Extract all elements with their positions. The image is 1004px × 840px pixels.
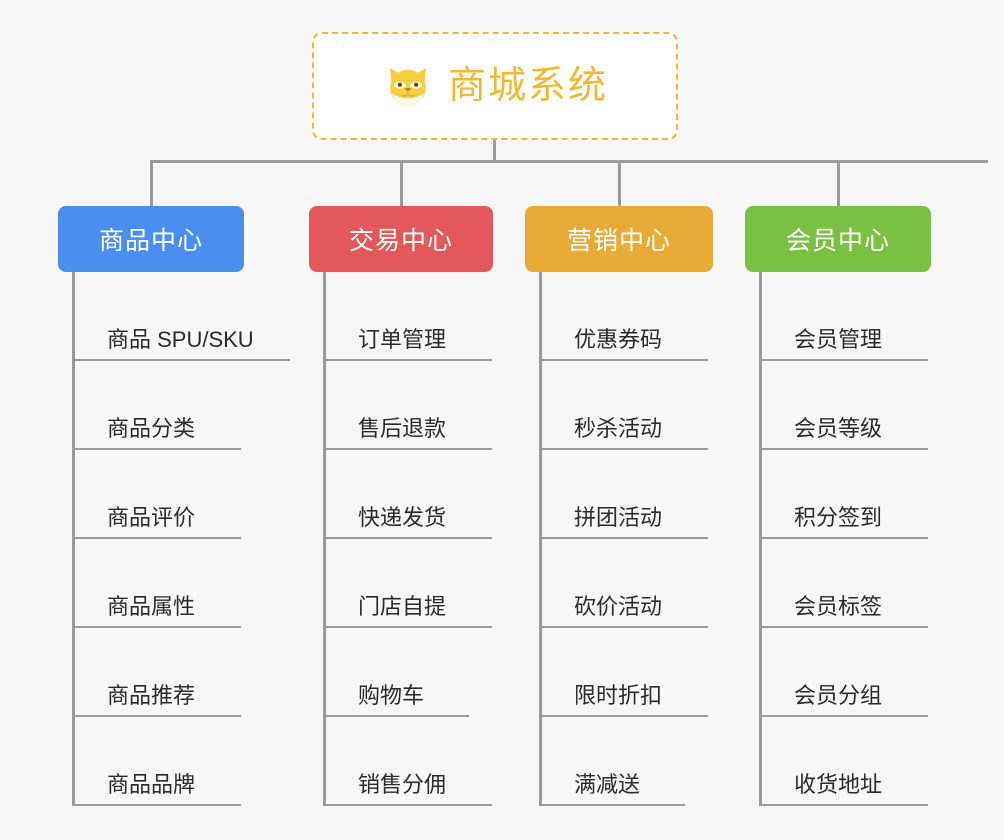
branch-column-marketing: 营销中心 优惠券码 秒杀活动 拼团活动 砍价活动 限时折扣 满减送 [525,206,713,806]
list-item[interactable]: 商品推荐 [73,628,241,717]
list-item-label: 砍价活动 [574,593,663,619]
list-item-label: 积分签到 [794,504,883,530]
branch-column-product: 商品中心 商品 SPU/SKU 商品分类 商品评价 商品属性 商品推荐 商品品牌 [58,206,290,806]
branch-items-product: 商品 SPU/SKU 商品分类 商品评价 商品属性 商品推荐 商品品牌 [58,272,290,806]
list-item-label: 优惠券码 [574,326,663,352]
branch-header-label: 会员中心 [785,227,890,255]
list-item[interactable]: 收货地址 [760,717,928,806]
list-item[interactable]: 商品 SPU/SKU [73,272,290,361]
list-item[interactable]: 销售分佣 [324,717,492,806]
root-title: 商城系统 [447,65,608,107]
branch-column-trade: 交易中心 订单管理 售后退款 快递发货 门店自提 购物车 销售分佣 [309,206,493,806]
list-item-label: 销售分佣 [358,771,447,797]
connector-drop-4 [837,160,840,207]
list-item-label: 门店自提 [358,593,447,619]
list-item-label: 快递发货 [358,504,447,530]
list-item[interactable]: 门店自提 [324,539,492,628]
list-item[interactable]: 订单管理 [324,272,492,361]
branch-items-member: 会员管理 会员等级 积分签到 会员标签 会员分组 收货地址 [745,272,931,806]
branch-items-trade: 订单管理 售后退款 快递发货 门店自提 购物车 销售分佣 [309,272,493,806]
list-item-label: 订单管理 [358,326,447,352]
list-item-label: 购物车 [358,682,425,708]
branch-header-product[interactable]: 商品中心 [58,206,244,272]
list-item-label: 拼团活动 [574,504,663,530]
list-item[interactable]: 会员标签 [760,539,928,628]
list-item-label: 限时折扣 [574,682,663,708]
connector-drop-1 [150,160,153,207]
list-item-label: 商品品牌 [107,771,196,797]
list-item[interactable]: 商品分类 [73,361,241,450]
branch-header-label: 交易中心 [348,227,453,255]
list-item[interactable]: 购物车 [324,628,469,717]
list-item-label: 会员管理 [794,326,883,352]
branch-items-marketing: 优惠券码 秒杀活动 拼团活动 砍价活动 限时折扣 满减送 [525,272,713,806]
list-item[interactable]: 砍价活动 [540,539,708,628]
list-item-label: 商品推荐 [107,682,196,708]
connector-drop-2 [400,160,403,207]
list-item[interactable]: 商品品牌 [73,717,241,806]
list-item-label: 满减送 [574,771,641,797]
connector-horizontal-bus [150,160,988,163]
branch-header-label: 营销中心 [566,227,671,255]
branch-header-trade[interactable]: 交易中心 [309,206,493,272]
branch-column-member: 会员中心 会员管理 会员等级 积分签到 会员标签 会员分组 收货地址 [745,206,931,806]
list-item[interactable]: 会员分组 [760,628,928,717]
list-item-label: 会员标签 [794,593,883,619]
list-item[interactable]: 秒杀活动 [540,361,708,450]
list-item[interactable]: 限时折扣 [540,628,708,717]
list-item-label: 商品 SPU/SKU [107,326,254,352]
branch-trunk-line [539,272,542,806]
list-item[interactable]: 会员等级 [760,361,928,450]
list-item[interactable]: 会员管理 [760,272,928,361]
branch-header-label: 商品中心 [98,227,203,255]
list-item-label: 商品属性 [107,593,196,619]
branch-header-member[interactable]: 会员中心 [745,206,931,272]
list-item[interactable]: 满减送 [540,717,685,806]
list-item-label: 商品评价 [107,504,196,530]
branch-trunk-line [323,272,326,806]
branch-trunk-line [72,272,75,806]
list-item-label: 秒杀活动 [574,415,663,441]
list-item-label: 商品分类 [107,415,196,441]
list-item[interactable]: 优惠券码 [540,272,708,361]
list-item-label: 售后退款 [358,415,447,441]
connector-drop-3 [618,160,621,207]
root-node[interactable]: 商城系统 [312,32,678,140]
list-item[interactable]: 拼团活动 [540,450,708,539]
list-item[interactable]: 商品属性 [73,539,241,628]
shiba-dog-face-icon [390,68,426,108]
list-item[interactable]: 积分签到 [760,450,928,539]
list-item-label: 收货地址 [794,771,883,797]
list-item[interactable]: 快递发货 [324,450,492,539]
list-item-label: 会员等级 [794,415,883,441]
list-item[interactable]: 售后退款 [324,361,492,450]
list-item-label: 会员分组 [794,682,883,708]
list-item[interactable]: 商品评价 [73,450,241,539]
branch-trunk-line [759,272,762,806]
connector-root-stem [493,140,496,162]
branch-header-marketing[interactable]: 营销中心 [525,206,713,272]
